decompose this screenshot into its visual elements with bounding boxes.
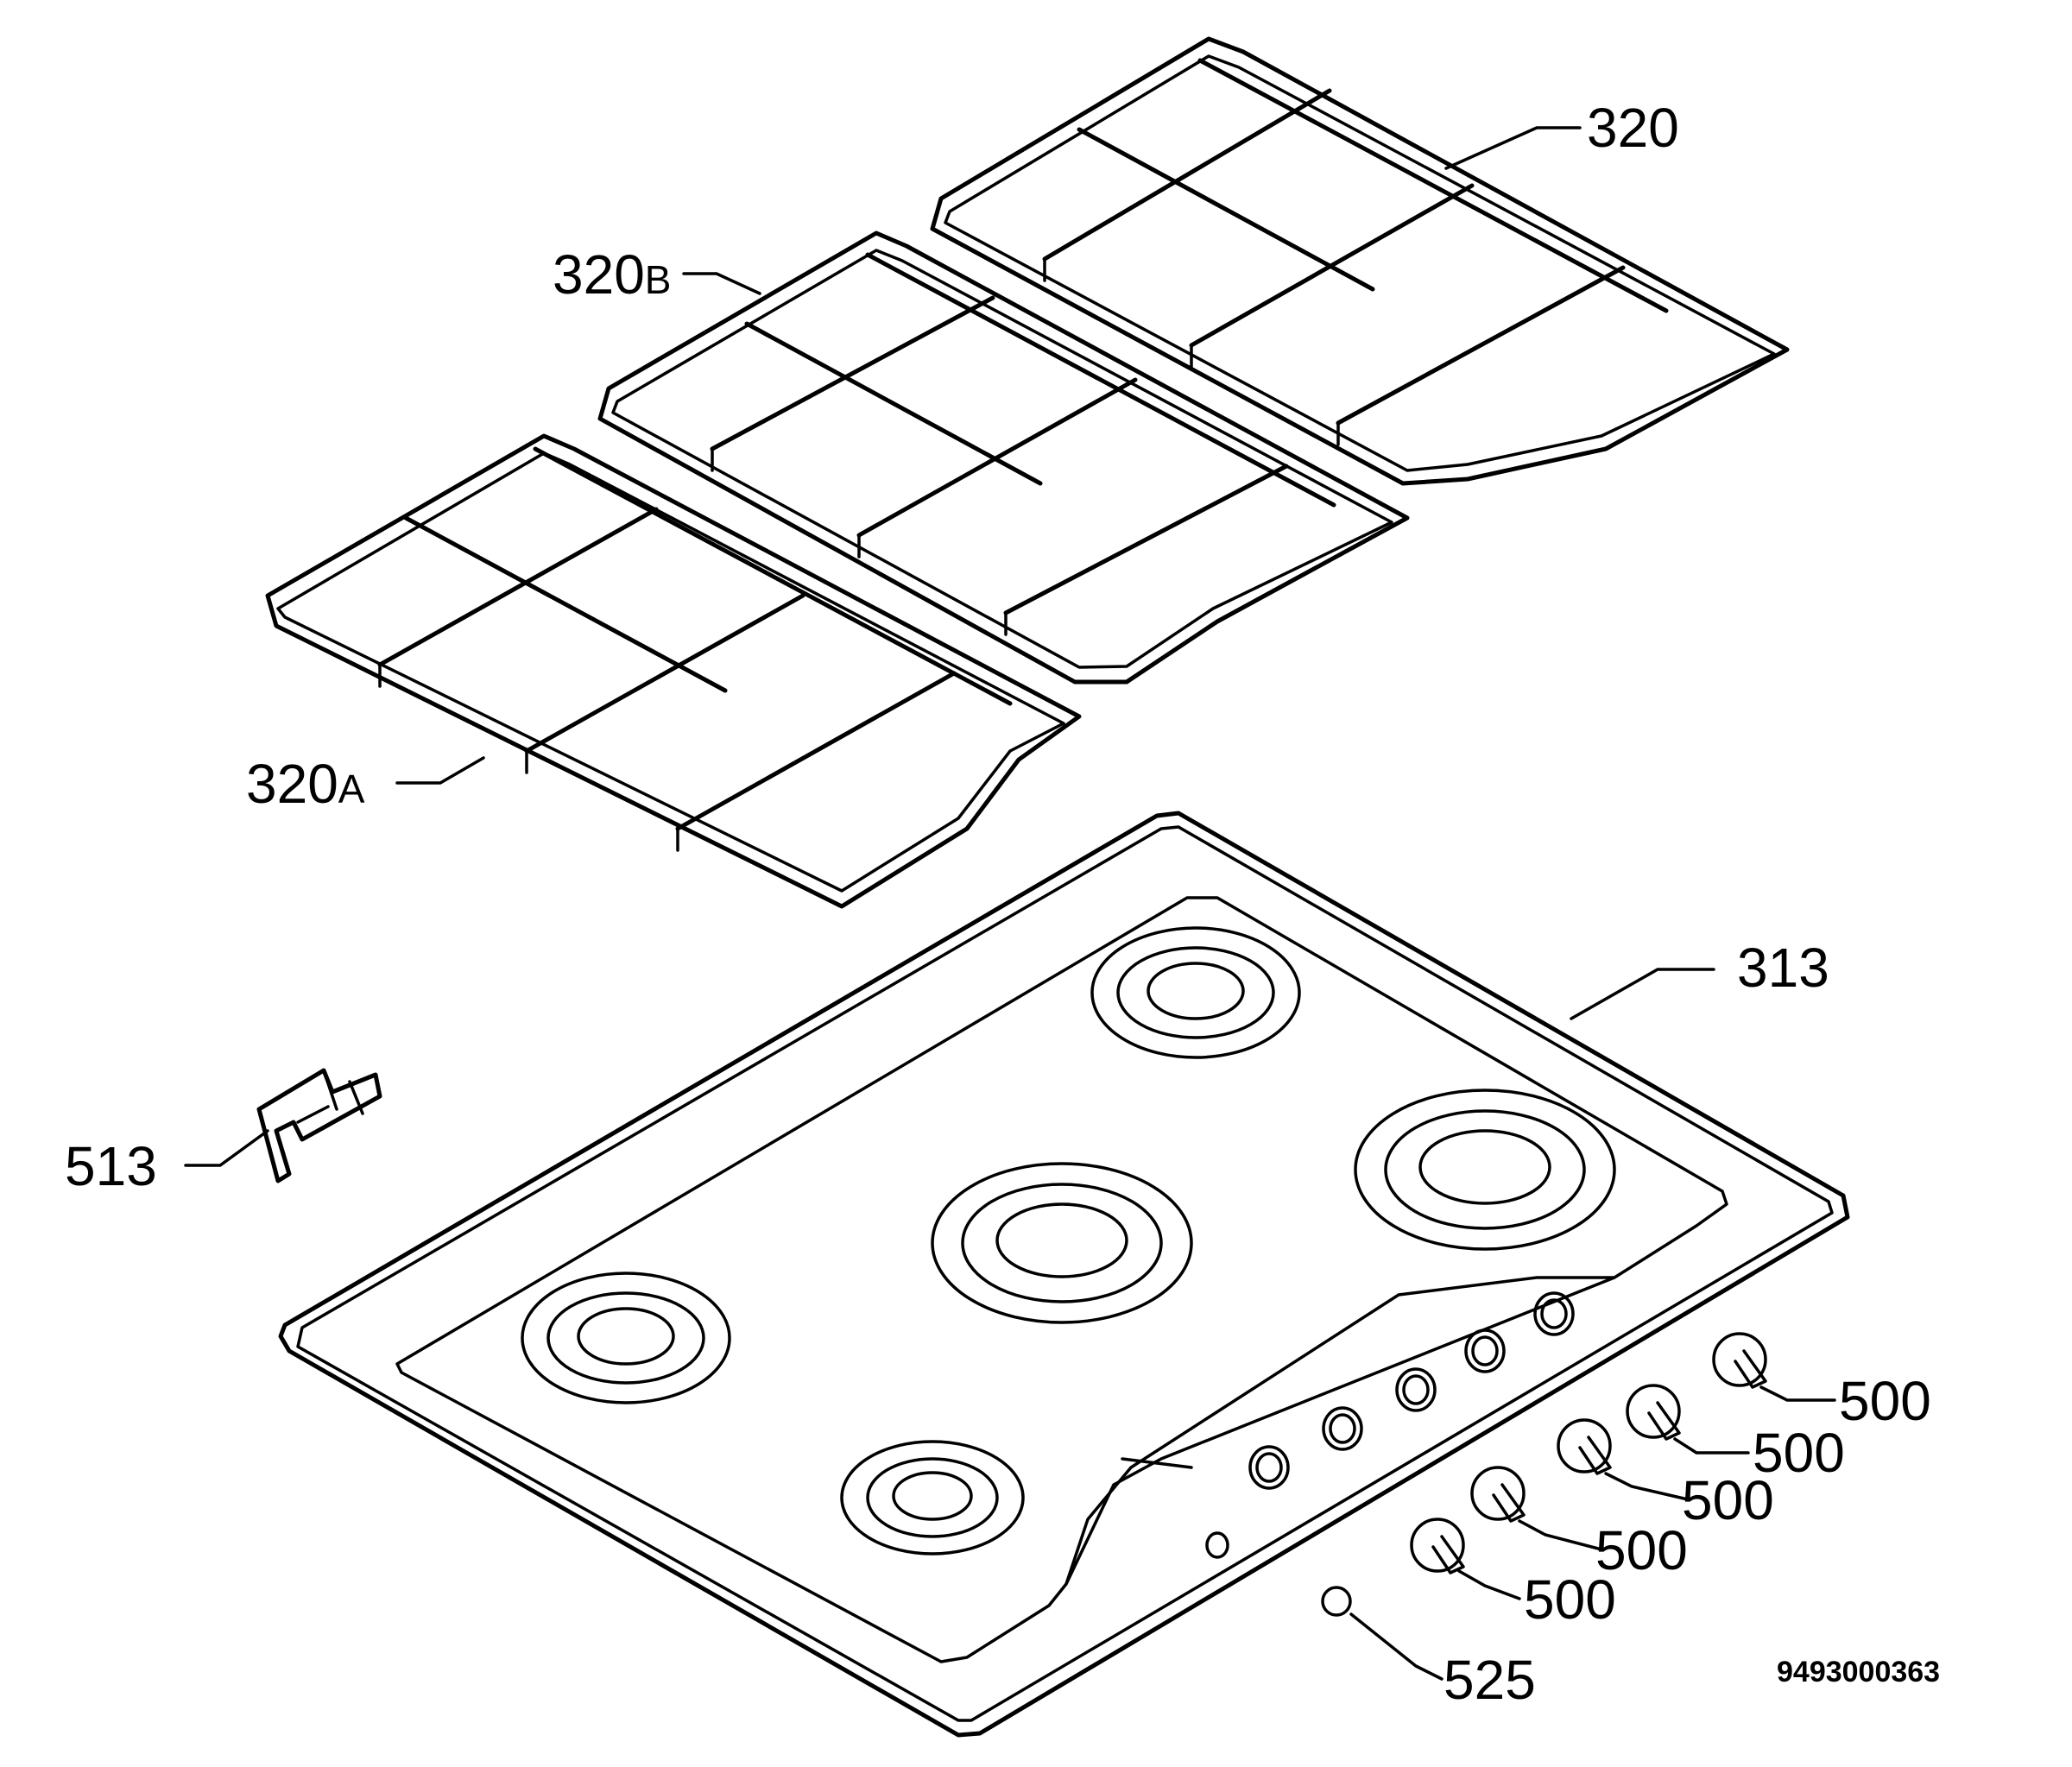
part-labels: 320 320B 320A 313 513 500 500 500 500 50…: [65, 97, 1940, 1711]
label-320a: 320A: [246, 753, 365, 815]
knob-3: [1557, 1418, 1612, 1475]
label-320: 320: [1587, 97, 1679, 159]
label-320a-number: 320: [246, 753, 338, 815]
knob-4: [1626, 1384, 1681, 1441]
label-320b-suffix: B: [645, 257, 672, 302]
bracket-513: [256, 1068, 382, 1183]
pan-support-320: [930, 36, 1790, 486]
label-320a-suffix: A: [338, 767, 365, 811]
label-knob-5: 500: [1839, 1370, 1931, 1432]
button-525: [1321, 1586, 1352, 1617]
hob-313: [278, 811, 1850, 1738]
label-knob-4: 500: [1753, 1422, 1845, 1484]
label-knob-1: 500: [1524, 1568, 1616, 1631]
label-525: 525: [1443, 1649, 1536, 1711]
label-knob-3: 500: [1682, 1469, 1774, 1531]
burner-front: [840, 1440, 1025, 1556]
leader-lines: [184, 126, 1836, 1681]
burner-center: [931, 1162, 1193, 1324]
burner-rear: [1090, 926, 1301, 1059]
label-313: 313: [1737, 937, 1829, 999]
knob-holes: [1205, 1291, 1575, 1559]
label-320b-number: 320: [553, 243, 645, 306]
pan-support-320a: [265, 433, 1082, 909]
document-number: 9493000363: [1777, 1656, 1940, 1688]
burner-left: [521, 1272, 731, 1404]
label-513: 513: [65, 1135, 157, 1197]
pan-support-320b: [597, 230, 1410, 685]
knob-5: [1712, 1332, 1767, 1389]
knobs-500: [1410, 1332, 1767, 1575]
knob-2: [1470, 1466, 1526, 1523]
knob-1: [1410, 1518, 1465, 1575]
label-knob-2: 500: [1595, 1519, 1688, 1581]
burner-right: [1354, 1089, 1616, 1251]
label-320b: 320B: [553, 243, 671, 306]
